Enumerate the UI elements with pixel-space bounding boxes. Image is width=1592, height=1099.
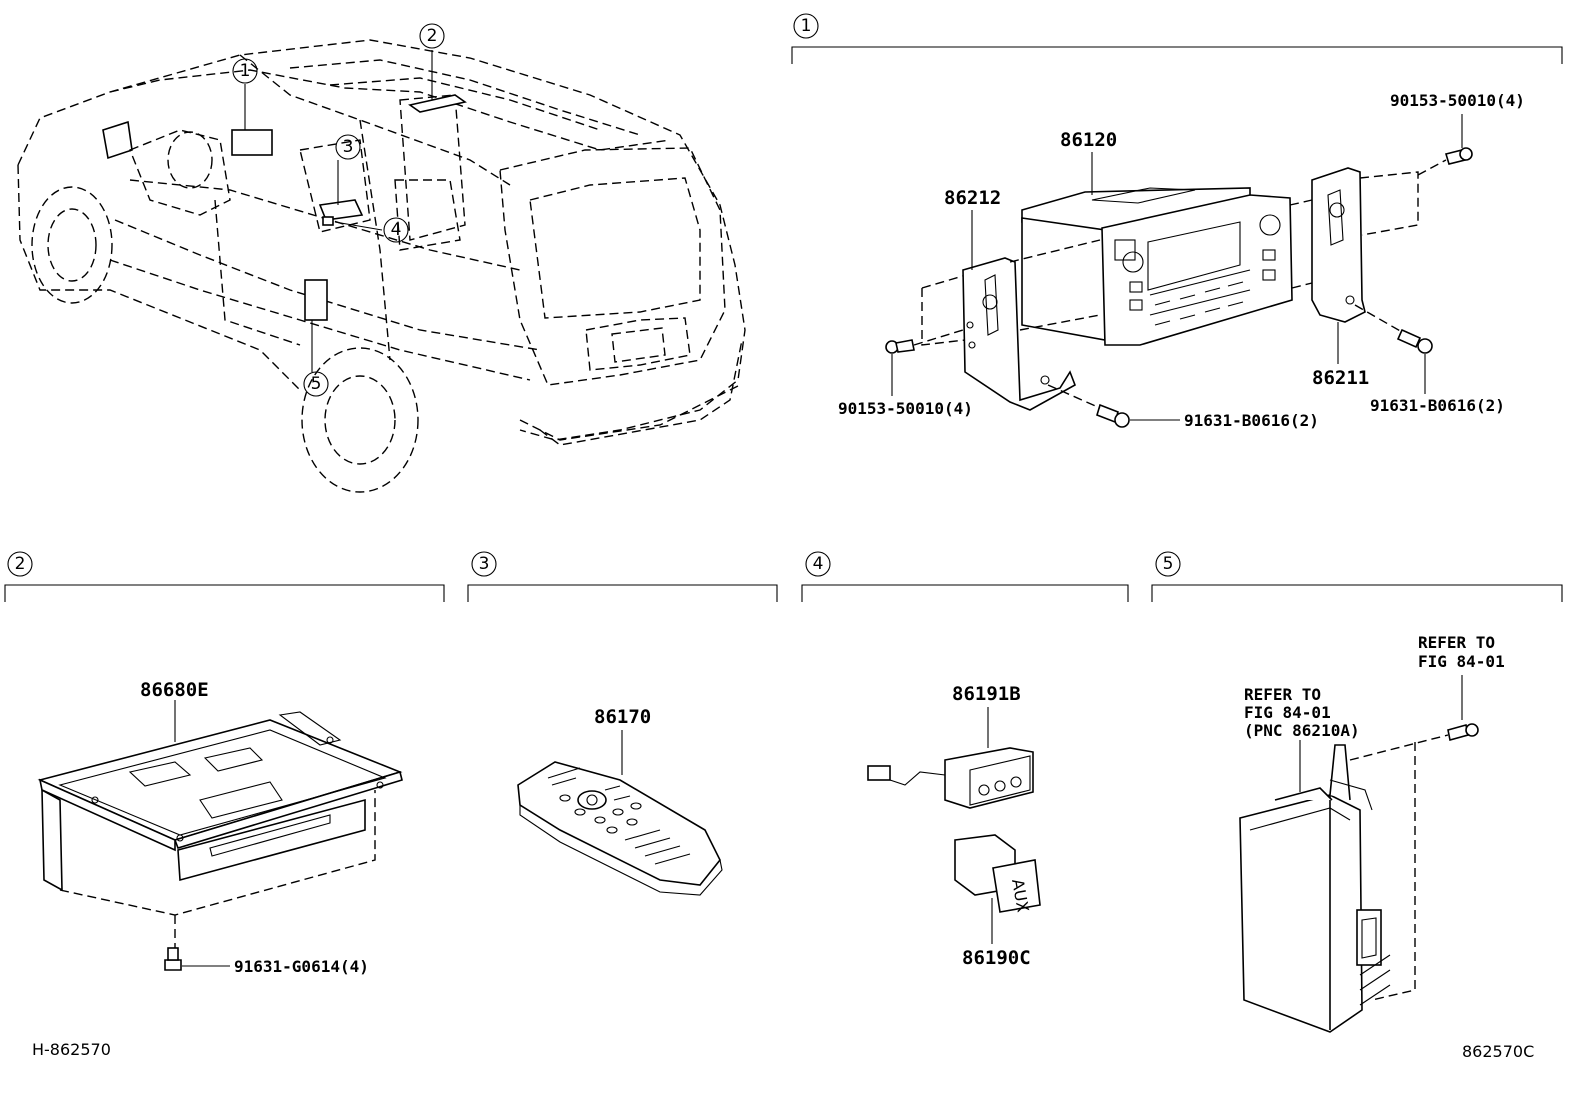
label-bolt-91631-G0614: 91631-G0614(4)	[234, 957, 369, 976]
label-86680E: 86680E	[140, 679, 209, 701]
section-4-aux: 4 86191B AUX 86190C	[801, 551, 1129, 969]
module-bolt	[1447, 723, 1479, 742]
section-3-number-circle	[471, 551, 497, 577]
section-1-head-unit: 1 86120	[791, 13, 1563, 430]
label-bolt-right: 91631-B0616(2)	[1370, 396, 1505, 415]
vehicle-overview: 1 2 3 4 5	[17, 23, 746, 493]
section-4-number: 4	[813, 554, 824, 574]
vehicle-callout-4-text: 4	[391, 220, 402, 240]
section-2-dvd: 2 86680E 91631-G0614(4)	[4, 551, 445, 976]
aux-jack-86191B	[867, 747, 1034, 809]
section-2-number: 2	[15, 554, 26, 574]
control-module	[1239, 744, 1391, 1033]
section-3-number: 3	[479, 554, 490, 574]
vehicle-callout-4	[383, 217, 409, 243]
section-5-module: 5 REFER TO FIG 84-01 (PNC 86210A) REFER …	[1151, 551, 1563, 1033]
label-86191B: 86191B	[952, 683, 1021, 705]
section-2-number-circle	[7, 551, 33, 577]
section-1-number-circle	[793, 13, 819, 39]
label-86212: 86212	[944, 187, 1001, 209]
label-86120: 86120	[1060, 129, 1117, 151]
refer-left-line2: FIG 84-01	[1244, 703, 1331, 722]
vehicle-callout-3-text: 3	[343, 137, 354, 157]
vehicle-callout-1	[232, 58, 258, 84]
vehicle-dvd-shape	[408, 94, 467, 113]
vehicle-callout-3	[335, 134, 361, 160]
label-86211: 86211	[1312, 367, 1369, 389]
footer-right-code: 862570C	[1462, 1042, 1534, 1061]
vehicle-module-shape	[304, 279, 328, 321]
head-unit-86120	[1021, 187, 1293, 346]
remote-86170	[517, 761, 723, 896]
section-4-number-circle	[805, 551, 831, 577]
refer-top-line1: REFER TO	[1418, 633, 1495, 652]
bracket-86212	[962, 257, 1076, 411]
footer-left-code: H-862570	[32, 1040, 111, 1059]
label-86170: 86170	[594, 706, 651, 728]
section-5-number-circle	[1155, 551, 1181, 577]
bolt-right	[1396, 328, 1433, 354]
vehicle-callout-5-text: 5	[311, 374, 322, 394]
section-5-number: 5	[1163, 554, 1174, 574]
vehicle-callout-1-text: 1	[240, 61, 251, 81]
label-screw-top-right: 90153-50010(4)	[1390, 91, 1525, 110]
refer-top-line2: FIG 84-01	[1418, 652, 1505, 671]
vehicle-callout-2	[419, 23, 445, 49]
screw-top-right	[1444, 147, 1473, 165]
dvd-player-86680E	[37, 711, 403, 892]
section-3-remote: 3 86170	[467, 551, 778, 896]
label-86190C: 86190C	[962, 947, 1031, 969]
screw-left	[885, 339, 915, 354]
label-bolt-bottom: 91631-B0616(2)	[1184, 411, 1319, 430]
refer-left-line3: (PNC 86210A)	[1244, 721, 1360, 740]
bolt-91631-G0614	[164, 947, 182, 971]
vehicle-head-unit-shape	[231, 129, 273, 156]
refer-left-line1: REFER TO	[1244, 685, 1321, 704]
vehicle-callout-2-text: 2	[427, 26, 438, 46]
vehicle-callout-5	[303, 371, 329, 397]
bolt-bottom	[1096, 403, 1130, 428]
label-screw-left: 90153-50010(4)	[838, 399, 973, 418]
aux-switch-86190C: AUX	[954, 834, 1041, 914]
section-1-number: 1	[801, 16, 812, 36]
bracket-86211	[1311, 167, 1366, 323]
